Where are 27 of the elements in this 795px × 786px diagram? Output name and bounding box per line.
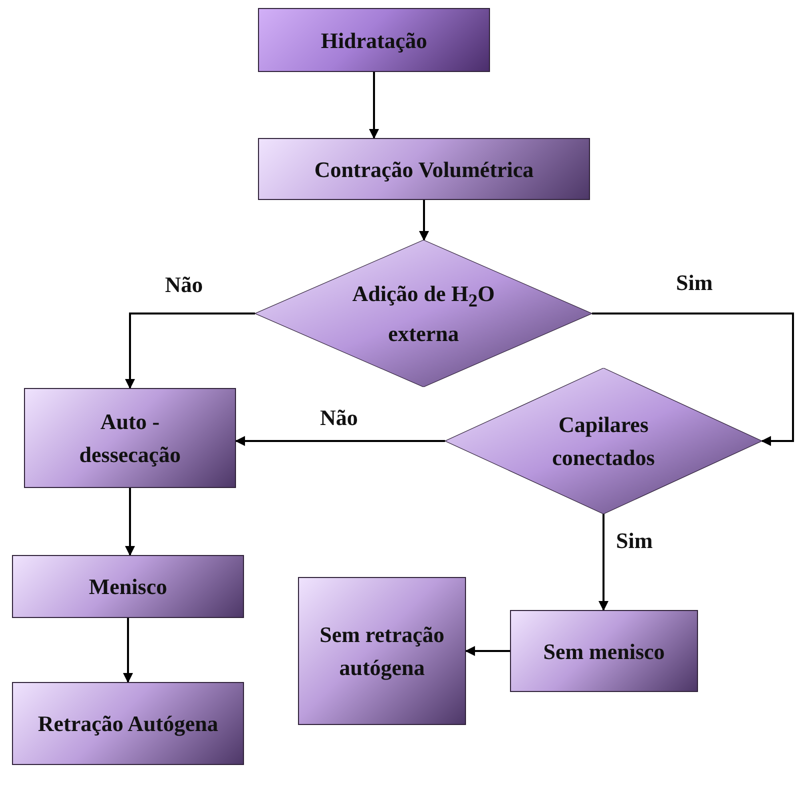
process-box bbox=[510, 610, 698, 692]
process-box bbox=[12, 682, 244, 765]
arrow bbox=[125, 312, 255, 389]
arrow bbox=[598, 514, 608, 611]
arrow bbox=[235, 436, 445, 446]
node-label: Sem menisco bbox=[543, 638, 665, 666]
process-box bbox=[258, 8, 490, 72]
arrow bbox=[592, 312, 794, 446]
arrow bbox=[125, 488, 135, 556]
arrow bbox=[369, 72, 379, 139]
process-box bbox=[12, 555, 244, 618]
decision-diamond bbox=[445, 368, 762, 514]
node-label: Auto - dessecação bbox=[78, 408, 182, 469]
node-label: Retração Autógena bbox=[38, 710, 218, 738]
process-box bbox=[258, 138, 590, 200]
arrow bbox=[419, 200, 429, 241]
node-label: Capilares conectados bbox=[551, 411, 656, 472]
process-box bbox=[298, 577, 466, 725]
process-box bbox=[24, 388, 236, 488]
node-label: Contração Volumétrica bbox=[314, 156, 534, 184]
node-label: Hidratação bbox=[320, 26, 428, 54]
arrow bbox=[465, 646, 510, 656]
arrow bbox=[123, 618, 133, 683]
node-label: Menisco bbox=[88, 573, 168, 601]
node-label: Sem retração autógena bbox=[318, 621, 446, 682]
node-label: Adição de H$_{2}$O externa bbox=[351, 280, 496, 348]
decision-diamond bbox=[255, 240, 592, 387]
